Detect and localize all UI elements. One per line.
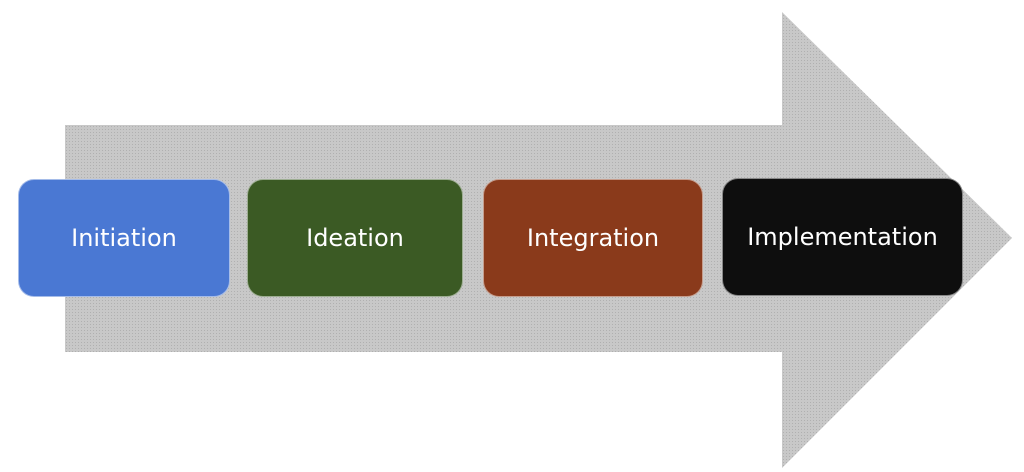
step-integration: Integration [483, 179, 703, 297]
step-label: Initiation [71, 224, 177, 252]
step-implementation: Implementation [722, 178, 963, 296]
step-initiation: Initiation [18, 179, 230, 297]
step-label: Integration [526, 224, 660, 252]
step-label: Ideation [306, 224, 404, 252]
step-ideation: Ideation [247, 179, 463, 297]
step-label: Implementation [747, 223, 938, 251]
